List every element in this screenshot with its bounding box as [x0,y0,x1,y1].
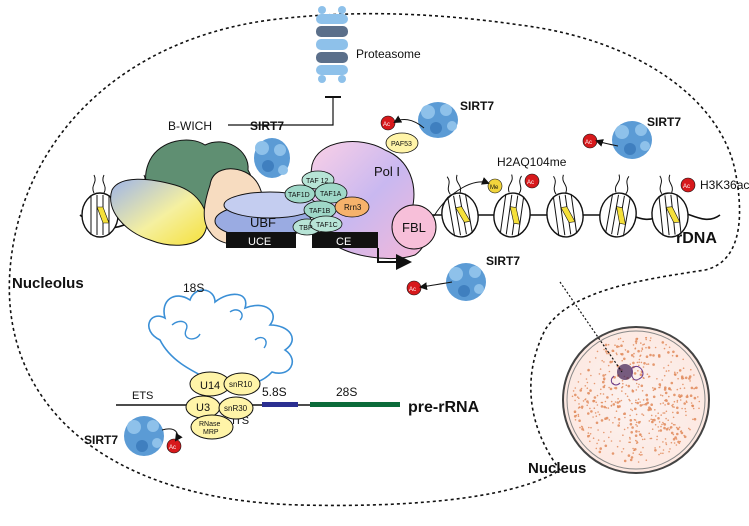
uce-block [226,232,296,248]
nucleosome [546,174,584,238]
nucleosome [81,174,119,238]
b-wich-yellow-complex [110,178,208,246]
svg-text:Ac: Ac [683,184,690,190]
acetyl-mark: Ac [406,280,422,296]
sirt7-icon [124,416,164,456]
methyl-mark: Me [487,178,503,194]
snorna-cluster [185,371,261,440]
sirt7-label-bottom: SIRT7 [84,433,118,447]
sirt7-label-right: SIRT7 [647,115,681,129]
58s-segment [262,402,298,407]
18s-label: 18S [183,281,204,295]
taf1d-label: TAF1D [288,192,310,199]
b-wich-inhibition-line [228,97,334,126]
deacetylation-arrow [419,281,453,291]
taf1b-label: TAF1B [309,208,331,215]
sirt7-icon [612,121,652,159]
nucleus-cell [562,326,710,474]
18s-rrna-strand [148,289,294,389]
acetyl-mark: Ac [524,173,540,189]
ce-block [312,232,378,248]
fbl-protein [391,204,437,250]
ubf-label: UBF [250,215,276,230]
svg-text:Ac: Ac [585,140,592,146]
deacetylation-arrow [595,139,619,147]
nucleolus-boundary [8,12,741,507]
nucleosome [599,174,637,238]
svg-text:Ac: Ac [527,180,534,186]
svg-text:Ac: Ac [409,287,416,293]
paf53-label: PAF53 [391,141,412,148]
pol1-label: Pol I [374,164,400,179]
acetyl-mark: Ac [680,177,696,193]
ce-label: CE [336,236,351,248]
28s-label: 28S [336,385,357,399]
nucleus-speckles [571,336,701,463]
taf12-label: TAF 12 [306,178,329,185]
transcription-start-arrow [377,248,412,270]
nucleosome [651,174,689,238]
proteasome-icon [316,6,348,83]
u3-label: U3 [196,402,210,414]
nucleolus-label: Nucleolus [12,275,84,292]
acetyl-mark: Ac [380,115,396,131]
paf53-subunit [385,132,419,154]
rnase-label: RNase [199,421,221,428]
proteasome-label: Proteasome [356,47,421,61]
acetyl-mark: Ac [166,438,182,454]
svg-text:Me: Me [490,185,499,191]
nucleosome [441,174,479,238]
nucleus-nucleolus-center [610,364,644,386]
methylation-arrow [433,177,490,217]
svg-text:Ac: Ac [383,122,390,128]
tbp-label: TBP [299,225,313,232]
18s-rrna-strand [171,309,267,349]
deacetylation-arrow [161,428,183,442]
58s-label: 5.8S [262,385,287,399]
sirt7-icon [254,138,290,178]
acetyl-mark: Ac [582,133,598,149]
taf1c-label: TAF1C [316,222,338,229]
b-wich-label: B-WICH [168,119,212,133]
sirt7-label-lower: SIRT7 [486,254,520,268]
nucleus-label: Nucleus [528,460,586,477]
h3k36ac-label: H3K36ac [700,178,749,192]
taf1a-label: TAF1A [320,191,342,198]
u14-label: U14 [200,380,220,392]
rrn3-label: Rrn3 [344,203,362,212]
sl1-complex [284,170,370,236]
fbl-label: FBL [402,220,426,235]
nucleosome [493,174,531,238]
svg-text:Ac: Ac [169,445,176,451]
snr10-label: snR10 [229,380,253,389]
ets-label: ETS [132,390,153,402]
uce-label: UCE [248,236,271,248]
deacetylation-arrow [393,115,425,129]
sirt7-label-top: SIRT7 [460,99,494,113]
rdna-label: rDNA [676,230,717,247]
h2aq104me-label: H2AQ104me [497,155,567,169]
pre-rrna-label: pre-rRNA [408,399,480,416]
snr30-label: snR30 [224,404,248,413]
sirt7-label-center: SIRT7 [250,119,284,133]
sirt7-icon [446,263,486,301]
28s-segment [310,402,400,407]
mrp-label: MRP [203,429,219,436]
sirt7-icon [418,102,458,138]
